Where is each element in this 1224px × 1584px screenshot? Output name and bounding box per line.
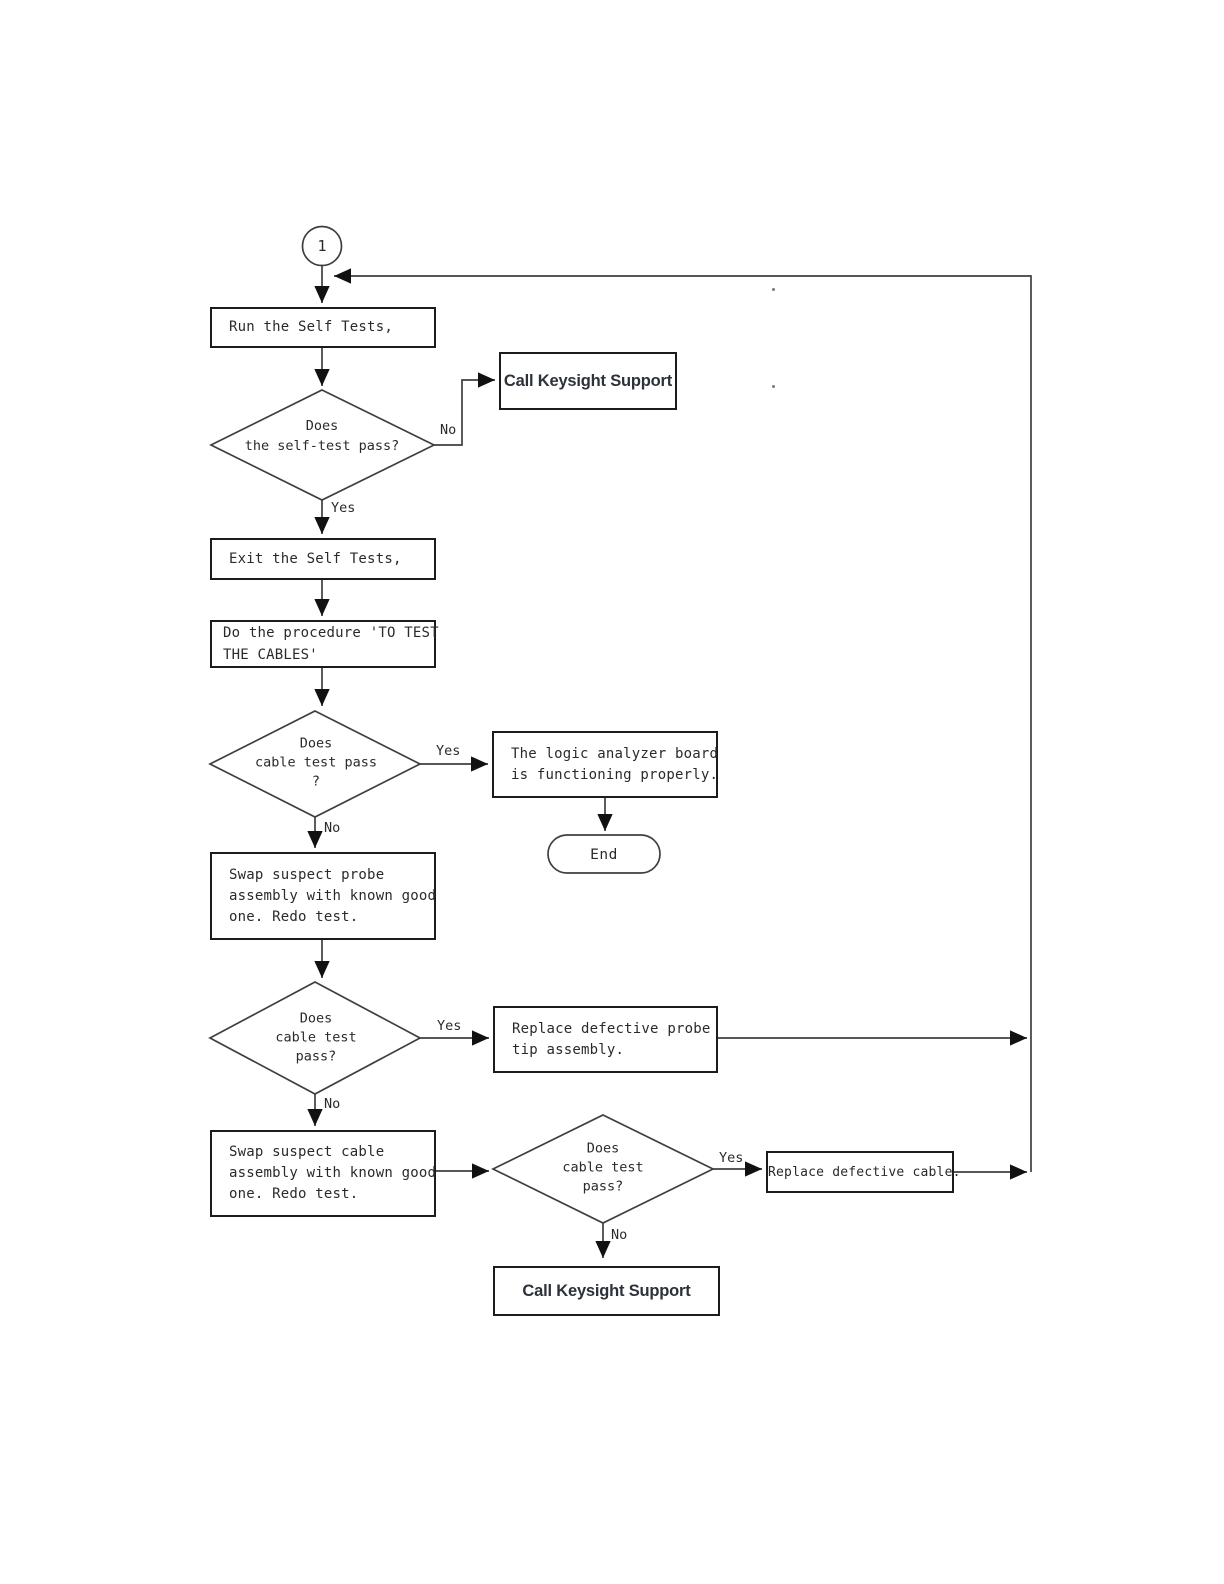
call-keysight-support-top-text: Call Keysight Support xyxy=(503,371,673,390)
replace-probe-tip-line2: tip assembly. xyxy=(512,1041,625,1058)
end-terminator-label: End xyxy=(590,847,618,863)
edge-label-yes-3: Yes xyxy=(437,1018,462,1034)
artifact-dot-2 xyxy=(772,385,775,388)
decision1-line2: the self-test pass? xyxy=(244,438,400,454)
run-self-tests-text: Run the Self Tests, xyxy=(229,319,393,335)
replace-cable-text: Replace defective cable. xyxy=(768,1164,961,1180)
call-keysight-support-top-box: Call Keysight Support xyxy=(499,352,677,410)
artifact-dot-1 xyxy=(772,288,775,291)
decision3-line3: pass? xyxy=(295,1048,337,1065)
edge-return-loop xyxy=(334,268,1032,1172)
end-terminator-shape xyxy=(547,834,661,874)
decision4-line1: Does xyxy=(586,1140,620,1157)
decision3-cable-test-label: Does cable test pass? xyxy=(275,1010,356,1067)
edge-label-no-4: No xyxy=(611,1227,628,1243)
board-functioning-line2: is functioning properly. xyxy=(511,766,719,783)
edge-label-no-1: No xyxy=(440,422,457,438)
do-procedure-line1: Do the procedure 'TO TEST xyxy=(223,625,439,641)
swap-probe-box: Swap suspect probe assembly with known g… xyxy=(210,852,436,940)
swap-probe-line1: Swap suspect probe xyxy=(229,866,385,883)
decision4-line3: pass? xyxy=(582,1178,624,1195)
call-keysight-support-bottom-text: Call Keysight Support xyxy=(522,1281,691,1300)
decision2-cable-test-label: Does cable test pass ? xyxy=(255,735,377,792)
edge-label-no-3: No xyxy=(324,1096,341,1112)
decision2-line1: Does xyxy=(299,735,333,752)
replace-probe-tip-line1: Replace defective probe xyxy=(512,1020,711,1037)
swap-cable-box: Swap suspect cable assembly with known g… xyxy=(210,1130,436,1217)
exit-self-tests-text: Exit the Self Tests, xyxy=(229,550,402,567)
edge-label-yes-1: Yes xyxy=(331,500,356,516)
swap-cable-line2: assembly with known good xyxy=(229,1165,437,1181)
decision4-cable-test-diamond xyxy=(491,1114,715,1224)
start-connector-circle xyxy=(301,225,343,267)
exit-self-tests-box: Exit the Self Tests, xyxy=(210,538,436,580)
decision4-cable-test-label: Does cable test pass? xyxy=(562,1140,643,1197)
board-functioning-box: The logic analyzer board is functioning … xyxy=(492,731,718,798)
replace-probe-tip-box: Replace defective probe tip assembly. xyxy=(493,1006,718,1073)
decision1-self-test-diamond xyxy=(209,389,436,501)
run-self-tests-box: Run the Self Tests, xyxy=(210,307,436,348)
decision2-line3: ? xyxy=(311,773,321,790)
decision3-line1: Does xyxy=(299,1010,333,1027)
swap-cable-line3: one. Redo test. xyxy=(229,1186,359,1202)
decision3-cable-test-diamond xyxy=(208,981,422,1095)
swap-probe-line2: assembly with known good xyxy=(229,887,437,904)
decision2-line2: cable test pass xyxy=(255,754,377,771)
do-procedure-box: Do the procedure 'TO TEST THE CABLES' xyxy=(210,620,439,668)
swap-cable-line1: Swap suspect cable xyxy=(229,1144,385,1160)
edge-decision1-no xyxy=(434,372,495,446)
start-connector-label: 1 xyxy=(317,237,327,255)
edge-label-yes-2: Yes xyxy=(436,743,461,759)
decision1-self-test-label: Does the self-test pass? xyxy=(245,416,399,456)
swap-probe-line3: one. Redo test. xyxy=(229,908,359,925)
call-keysight-support-bottom-box: Call Keysight Support xyxy=(493,1266,720,1316)
edge-label-no-2: No xyxy=(324,820,341,836)
do-procedure-line2: THE CABLES' xyxy=(223,647,318,663)
decision3-line2: cable test xyxy=(275,1029,357,1046)
decision1-line1: Does xyxy=(305,418,339,434)
board-functioning-line1: The logic analyzer board xyxy=(511,745,719,762)
edge-label-yes-4: Yes xyxy=(719,1150,744,1166)
decision2-cable-test-diamond xyxy=(208,710,422,818)
replace-cable-box: Replace defective cable. xyxy=(766,1151,961,1193)
decision4-line2: cable test xyxy=(562,1159,644,1176)
